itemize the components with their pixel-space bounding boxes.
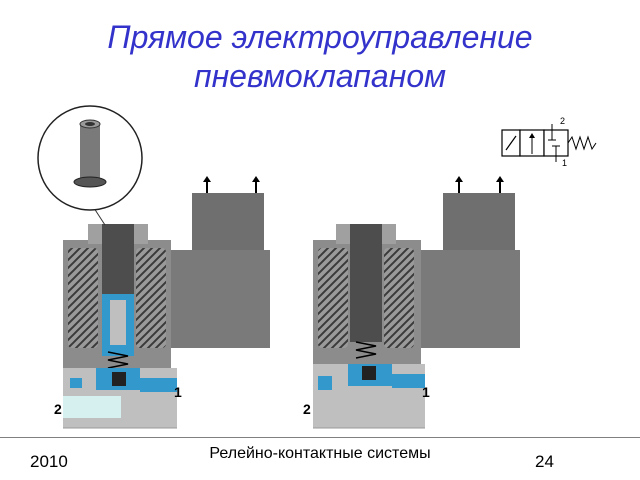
footer-subject: Релейно-контактные системы xyxy=(209,445,431,462)
title-line-2: пневмоклапаном xyxy=(193,58,447,94)
left-port-2-label: 2 xyxy=(54,401,62,417)
right-coil-right xyxy=(384,248,414,348)
right-valve xyxy=(313,176,520,429)
right-armature xyxy=(350,224,382,342)
symbol-spring xyxy=(567,135,597,151)
right-port-1-label: 1 xyxy=(422,384,430,400)
left-connector-block xyxy=(192,193,264,253)
right-connector-block xyxy=(443,193,515,253)
left-port-1-label: 1 xyxy=(174,384,182,400)
right-coil-left xyxy=(318,248,348,348)
armature-inset xyxy=(37,105,143,226)
left-coil-right xyxy=(136,248,166,348)
slide-title: Прямое электроуправление пневмоклапаном xyxy=(40,18,600,96)
footer-year: 2010 xyxy=(30,452,68,471)
right-spring xyxy=(355,341,377,359)
footer-divider xyxy=(0,437,640,438)
page-number: 24 xyxy=(535,452,554,471)
left-exhaust-port xyxy=(63,396,121,418)
symbol-label-1: 1 xyxy=(562,158,567,168)
left-coil-housing-side xyxy=(164,250,270,348)
left-coil-left xyxy=(68,248,98,348)
left-armature xyxy=(102,224,134,294)
pneumatic-symbol: 2 1 xyxy=(501,116,597,168)
right-port-2-label: 2 xyxy=(303,401,311,417)
left-valve xyxy=(63,176,270,429)
right-coil-housing-side xyxy=(412,250,520,348)
title-line-1: Прямое электроуправление xyxy=(107,19,533,55)
symbol-label-2: 2 xyxy=(560,116,565,126)
